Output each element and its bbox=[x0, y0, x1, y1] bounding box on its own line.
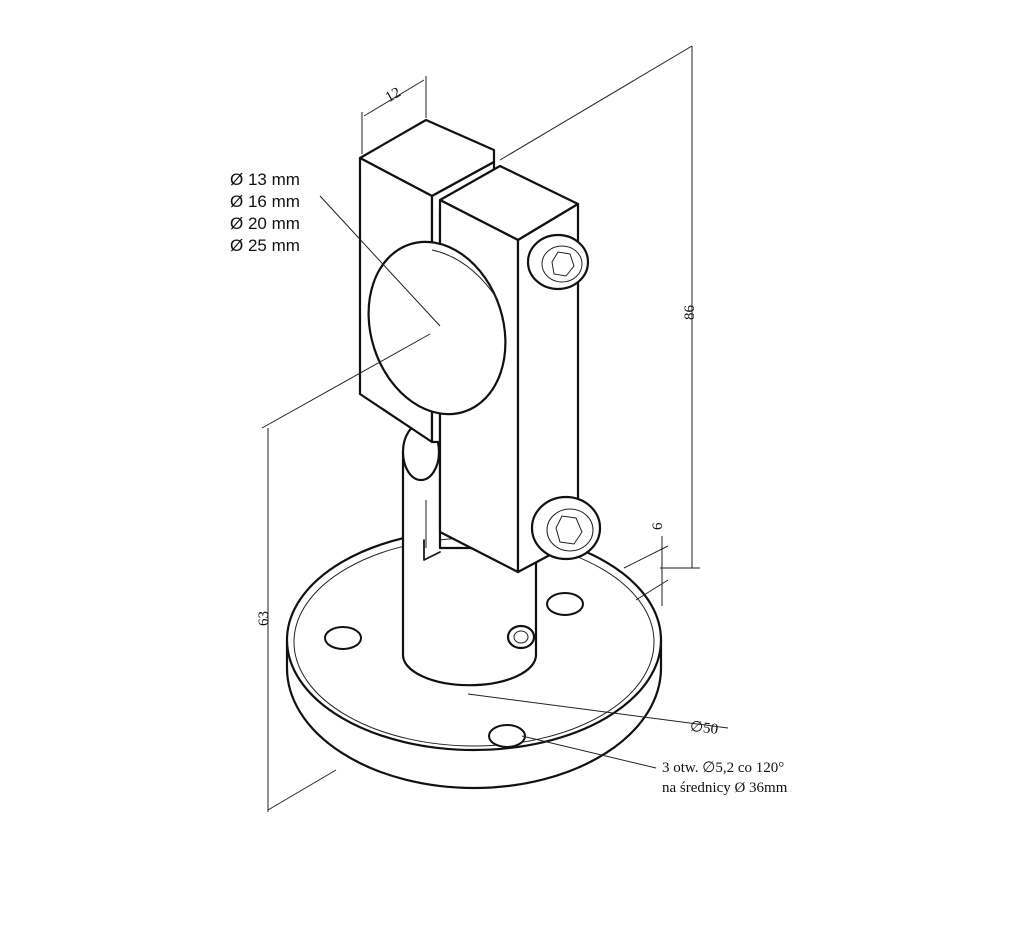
post bbox=[401, 422, 538, 687]
dim-base-height: 63 bbox=[256, 611, 272, 626]
mounting-hole-left bbox=[324, 626, 362, 650]
mounting-hole-front bbox=[488, 724, 526, 748]
diameter-option: Ø 16 mm bbox=[230, 192, 300, 211]
set-screw bbox=[506, 624, 536, 650]
mounting-hole-right bbox=[546, 592, 584, 616]
dim-clamp-width: 12 bbox=[383, 85, 404, 106]
clamp-screw-top bbox=[526, 233, 590, 291]
dimension-lines bbox=[261, 45, 729, 812]
clamp-screw-bottom bbox=[530, 495, 602, 561]
hole-note: 3 otw. ∅5,2 co 120° na średnicy Ø 36mm bbox=[662, 760, 788, 796]
hole-note-line1: 3 otw. ∅5,2 co 120° bbox=[662, 760, 784, 776]
dim-base-diameter: ∅50 bbox=[689, 719, 719, 738]
clamp-bore bbox=[367, 240, 507, 416]
hole-note-line2: na średnicy Ø 36mm bbox=[662, 780, 788, 796]
dim-screw-offset: 6 bbox=[650, 522, 666, 530]
dim-total-height: 86 bbox=[682, 305, 698, 321]
diameter-options: Ø 13 mm Ø 16 mm Ø 20 mm Ø 25 mm bbox=[230, 170, 300, 255]
diameter-option: Ø 13 mm bbox=[230, 170, 300, 189]
diameter-option: Ø 25 mm bbox=[230, 236, 300, 255]
diameter-option: Ø 20 mm bbox=[230, 214, 300, 233]
